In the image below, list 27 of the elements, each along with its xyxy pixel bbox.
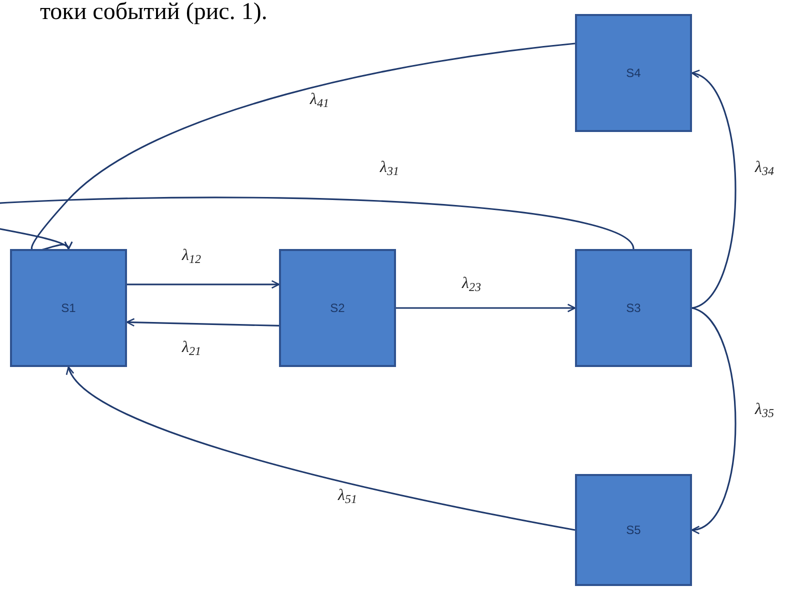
state-label: S4 (626, 65, 641, 82)
edge-label: λ$_{51}$ (338, 488, 357, 504)
state-label: S3 (626, 300, 641, 317)
state-box (575, 474, 692, 586)
edge-label: λ$_{12}$ (182, 248, 201, 264)
arrow (126, 318, 280, 327)
arrow (691, 307, 736, 532)
arrow (31, 42, 576, 252)
edge-label: λ$_{23}$ (462, 276, 481, 292)
arrow (396, 304, 576, 312)
state-box (10, 249, 127, 367)
edge-label: λ$_{34}$ (755, 160, 774, 176)
arrow (0, 196, 634, 250)
arrow (691, 72, 736, 309)
edge-label: λ$_{21}$ (182, 340, 201, 356)
arrow (127, 280, 280, 289)
edge-label: λ$_{35}$ (755, 402, 774, 418)
edge-label: λ$_{41}$ (310, 92, 329, 108)
edge-label: λ$_{31}$ (380, 160, 399, 176)
state-box (575, 249, 692, 367)
state-box (279, 249, 396, 367)
state-label: S5 (626, 522, 641, 539)
body-text: токи событий (рис. 1). (40, 0, 268, 26)
arrow (68, 366, 576, 531)
state-box (575, 14, 692, 132)
state-label: S1 (61, 300, 76, 317)
state-label: S2 (330, 300, 345, 317)
